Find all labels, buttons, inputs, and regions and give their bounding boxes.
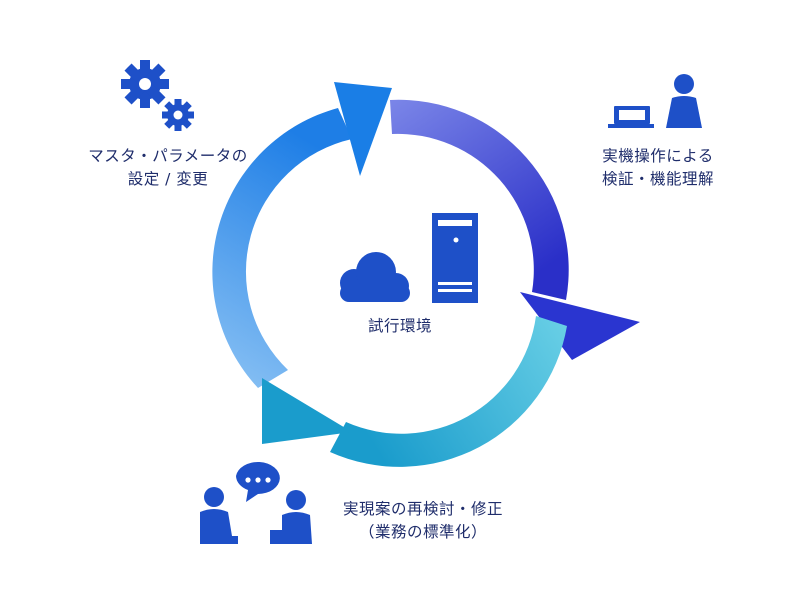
discussion-icon	[200, 462, 312, 544]
arrow-left-segment	[212, 82, 392, 388]
node-label-line: 設定 / 変更	[127, 170, 209, 188]
person-at-laptop-icon	[608, 74, 702, 128]
server-icon	[432, 213, 478, 303]
node-label-verification: 実機操作による 検証・機能理解	[578, 145, 738, 191]
node-label-line: （業務の標準化）	[358, 523, 487, 541]
arrow-right-segment	[390, 99, 640, 360]
node-label-line: マスタ・パラメータの	[88, 147, 248, 165]
node-label-line: 実現案の再検討・修正	[342, 500, 503, 518]
center-label: 試行環境	[340, 315, 460, 338]
node-label-rework: 実現案の再検討・修正 （業務の標準化）	[318, 498, 528, 544]
arrow-bottom-segment	[262, 316, 567, 467]
gears-icon	[121, 60, 194, 131]
cloud-icon	[340, 252, 410, 302]
node-label-line: 実機操作による	[602, 147, 714, 165]
center-label-text: 試行環境	[367, 317, 432, 335]
node-label-master-parameter: マスタ・パラメータの 設定 / 変更	[78, 145, 258, 191]
node-label-line: 検証・機能理解	[601, 170, 714, 188]
